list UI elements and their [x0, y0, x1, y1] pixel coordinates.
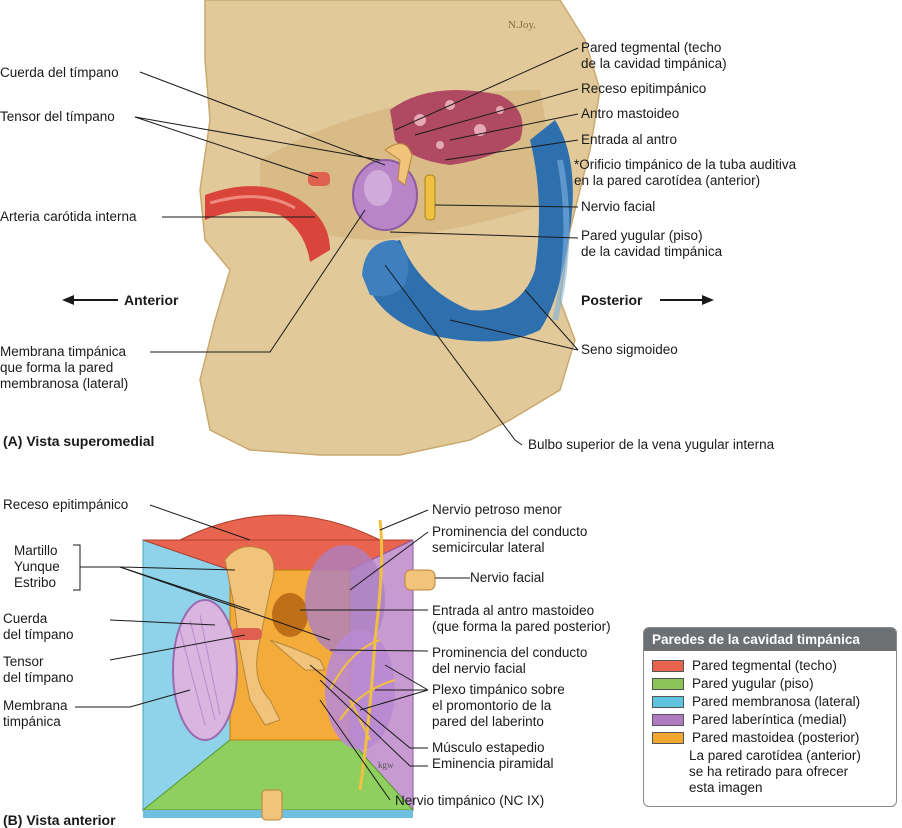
signature: N.Joy.: [508, 19, 536, 31]
legend-item-label: Pared membranosa (lateral): [692, 694, 861, 709]
sigmoid-sinus: [365, 120, 573, 342]
direction-posterior: Posterior: [581, 292, 643, 308]
label-b-prominencia-facial: Prominencia del conducto del nervio faci…: [432, 645, 588, 676]
tympanic-membrane-b: [172, 599, 238, 741]
legend-item-label: Pared laberíntica (medial): [692, 712, 847, 727]
label-pared-yugular: Pared yugular (piso) de la cavidad timpá…: [581, 228, 723, 259]
legend-note: La pared carotídea (anterior) se ha reti…: [689, 748, 861, 795]
legend-item: Pared tegmental (techo): [652, 658, 837, 673]
svg-text:N.Joy.: N.Joy.: [508, 19, 536, 31]
legend-swatch: [652, 714, 684, 727]
label-membrana-timpanica: Membrana timpánica que forma la pared me…: [0, 344, 129, 391]
mastoid-air-cells: [390, 90, 523, 165]
label-b-tensor: Tensor del tímpano: [3, 654, 74, 685]
legend-title: Paredes de la cavidad timpánica: [644, 628, 896, 651]
label-b-petroso: Nervio petroso menor: [432, 502, 562, 517]
legend-item-label: Pared yugular (piso): [692, 676, 814, 691]
facial-nerve-b: [404, 569, 436, 591]
label-bulbo-yugular: Bulbo superior de la vena yugular intern…: [528, 437, 775, 452]
label-b-ossicles: Martillo Yunque Estribo: [14, 543, 60, 590]
legend: Paredes de la cavidad timpánica Pared te…: [643, 627, 897, 807]
label-b-musculo: Músculo estapedio Eminencia piramidal: [432, 740, 554, 771]
label-b-membrana: Membrana timpánica: [3, 698, 68, 729]
label-cuerda-timpano: Cuerda del tímpano: [0, 65, 119, 80]
label-b-entrada: Entrada al antro mastoideo (que forma la…: [432, 603, 611, 634]
label-seno-sigmoideo: Seno sigmoideo: [581, 342, 678, 357]
legend-item: Pared mastoidea (posterior): [652, 730, 859, 745]
legend-item-label: Pared mastoidea (posterior): [692, 730, 860, 745]
legend-swatch: [652, 678, 684, 691]
caption-panel-a: (A) Vista superomedial: [3, 433, 155, 449]
leader-lines-a: [134, 47, 579, 446]
jugular-bulb: [362, 240, 409, 297]
legend-swatch: [652, 696, 684, 709]
label-pared-tegmental: Pared tegmental (techo de la cavidad tim…: [581, 40, 727, 71]
label-orificio-timpanico: *Orificio timpánico de la tuba auditiva …: [574, 157, 797, 188]
label-arteria-carotida: Arteria carótida interna: [0, 209, 137, 224]
label-nervio-facial-a: Nervio facial: [581, 199, 656, 214]
leader-lines-b: [73, 504, 470, 801]
legend-swatch: [652, 660, 684, 673]
ossicles-a: [384, 143, 413, 186]
panel-a-illustration: N.Joy.: [199, 0, 601, 456]
caption-panel-b: (B) Vista anterior: [3, 812, 116, 828]
internal-carotid-artery: [205, 186, 330, 262]
label-b-facial: Nervio facial: [470, 570, 545, 585]
label-b-nervio-timpanico: Nervio timpánico (NC IX): [395, 793, 545, 808]
legend-item: Pared membranosa (lateral): [652, 694, 860, 709]
label-b-plexo: Plexo timpánico sobre el promontorio de …: [432, 682, 565, 729]
svg-text:kgw: kgw: [378, 760, 394, 770]
panel-b-illustration: kgw: [141, 514, 436, 821]
label-b-cuerda: Cuerda del tímpano: [3, 611, 74, 642]
legend-item-label: Pared tegmental (techo): [692, 658, 837, 673]
tensor-tympani-b: [232, 628, 262, 640]
label-b-prominencia-lateral: Prominencia del conducto semicircular la…: [432, 524, 588, 555]
legend-item: Pared yugular (piso): [652, 676, 814, 691]
label-entrada-antro: Entrada al antro: [581, 132, 678, 147]
direction-arrows: [62, 295, 714, 305]
tensor-tympani-a: [308, 172, 330, 186]
facial-nerve-a: [424, 174, 436, 221]
label-tensor-timpano: Tensor del tímpano: [0, 109, 115, 124]
legend-item: Pared laberíntica (medial): [652, 712, 847, 727]
label-b-receso: Receso epitimpánico: [3, 497, 129, 512]
direction-anterior: Anterior: [124, 292, 179, 308]
label-receso-epitimpanico: Receso epitimpánico: [581, 81, 707, 96]
label-antro-mastoideo: Antro mastoideo: [581, 106, 680, 121]
legend-swatch: [652, 732, 684, 745]
